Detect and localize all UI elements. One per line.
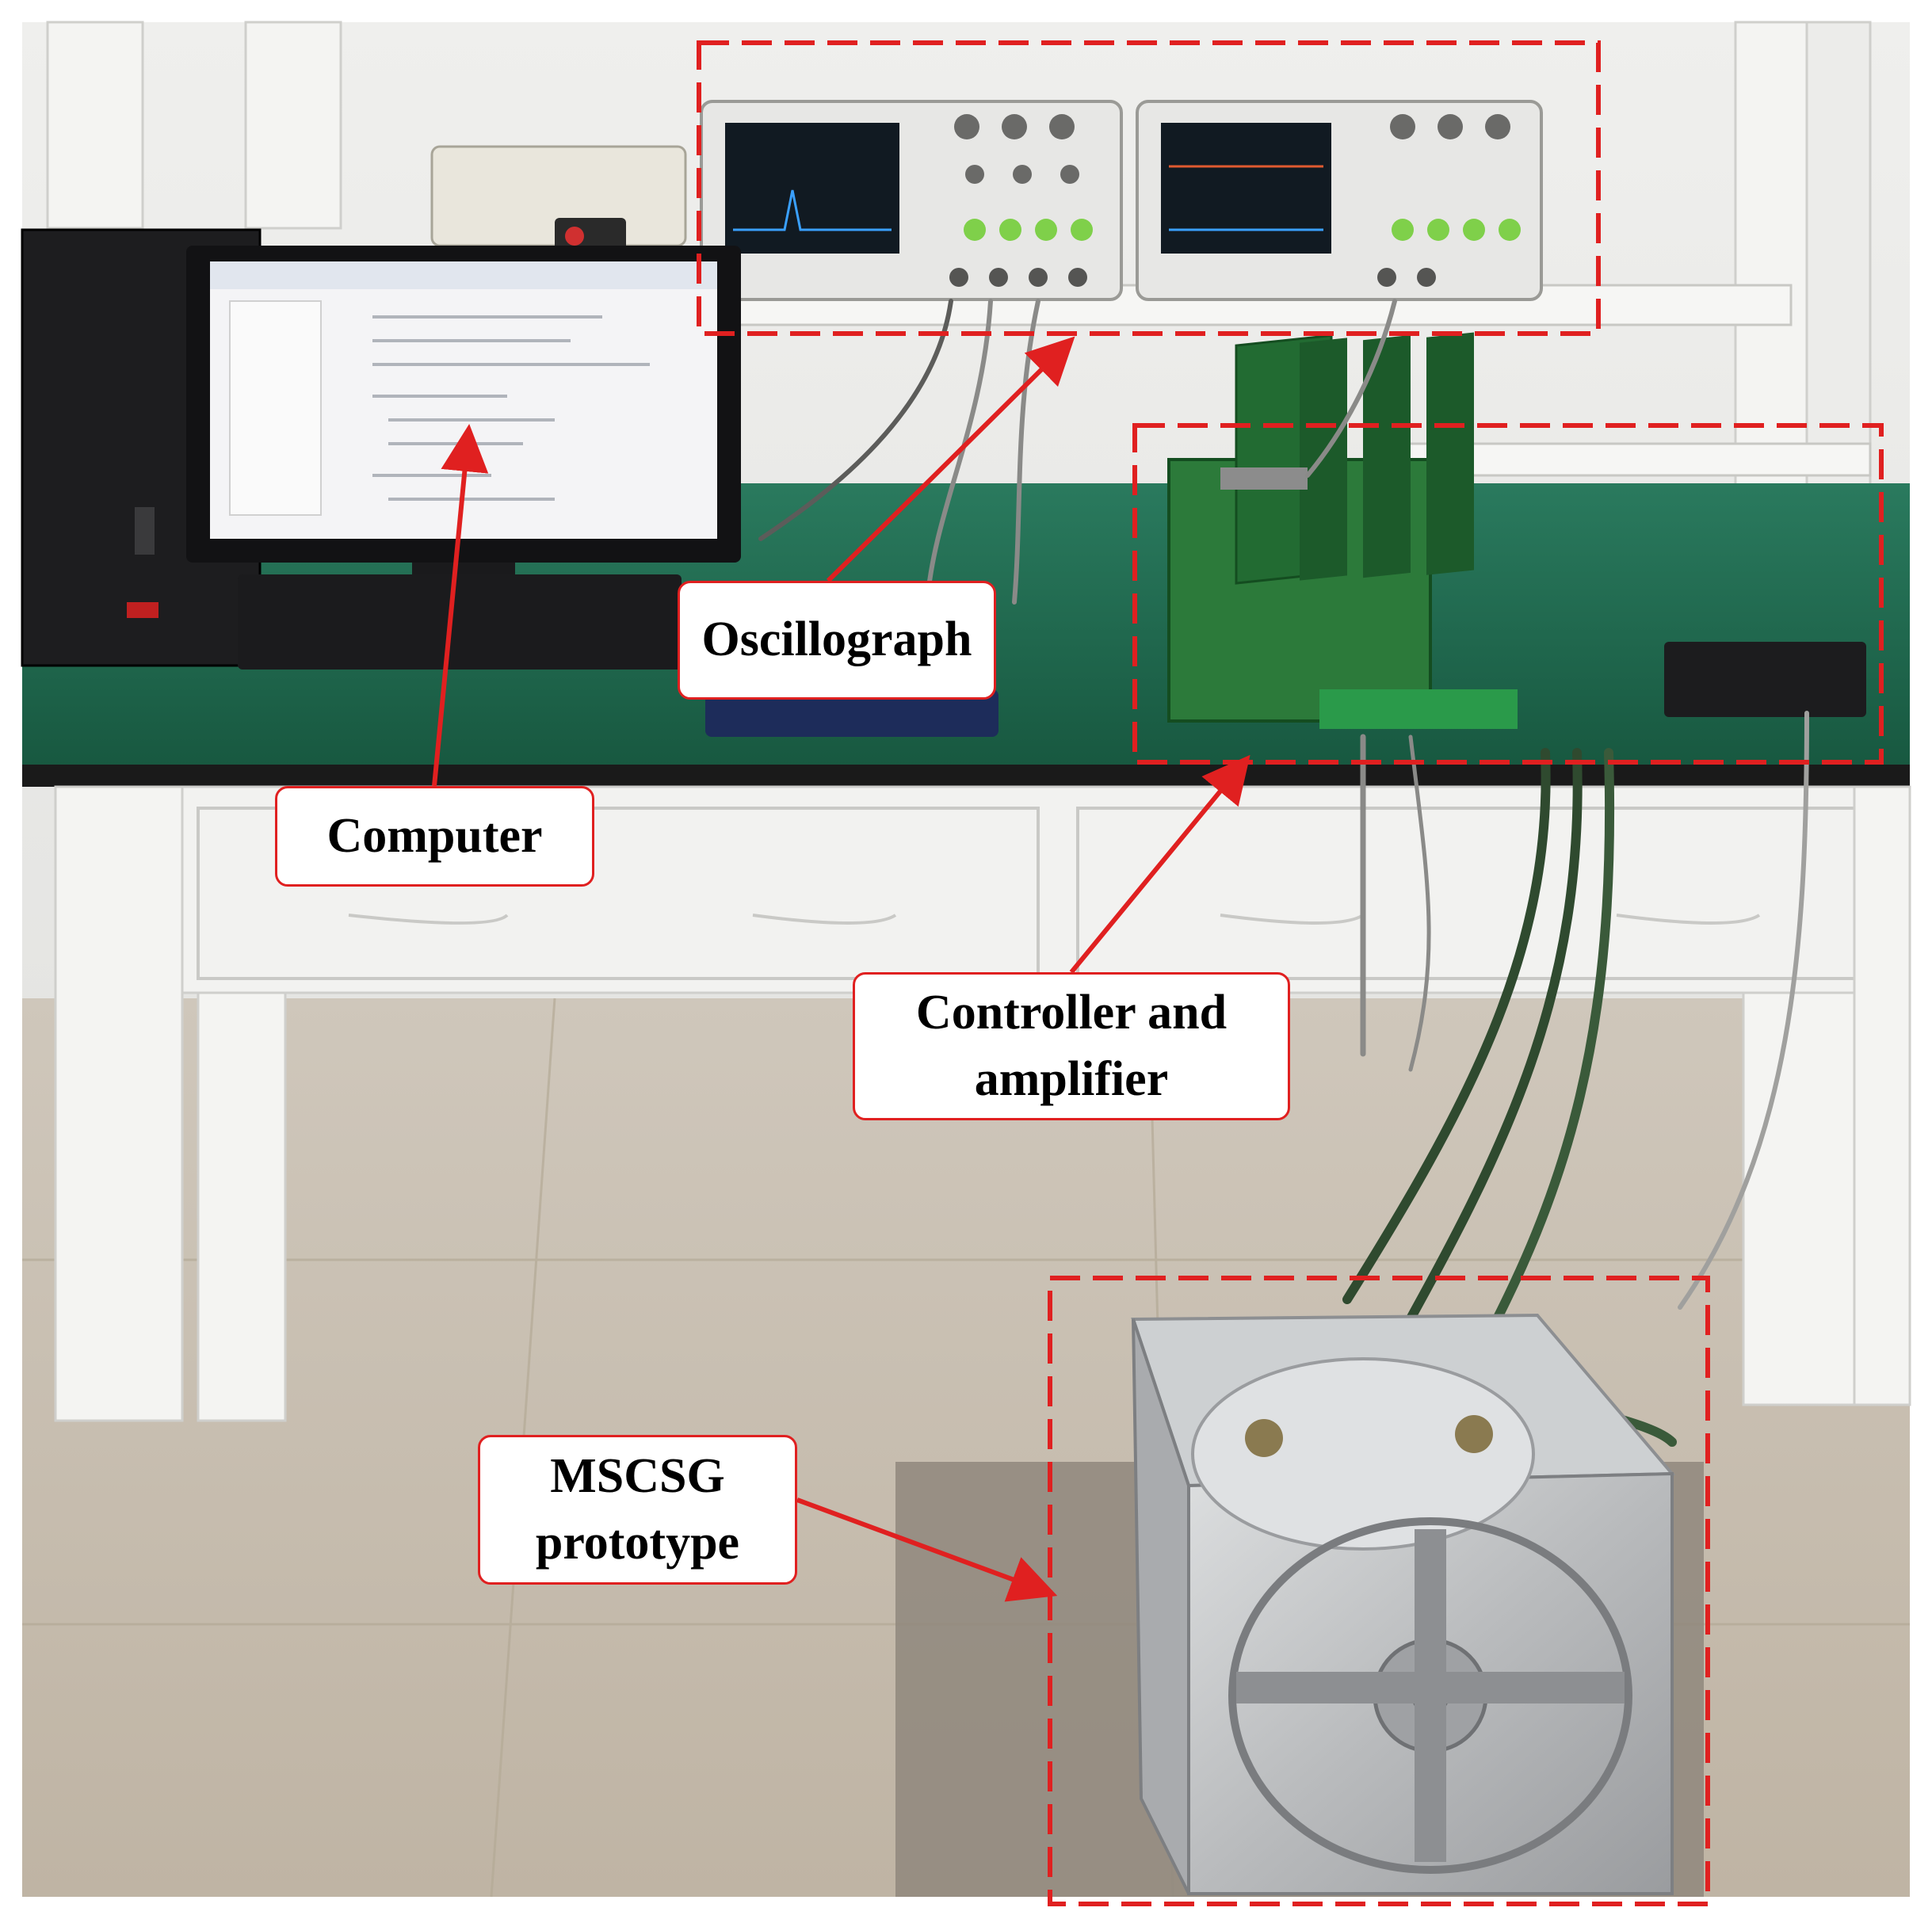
bench-legs [54,785,1911,1422]
arrow-mscsg [796,1497,1058,1602]
computer-monitor [186,246,741,610]
mousepad [705,689,998,737]
controller-amplifier-label: Controller and amplifier [853,972,1290,1120]
amplifier-box [1664,642,1866,717]
arrow-controller [1069,754,1250,974]
oscilloscope-left [700,100,1123,301]
highlight-oscilloscopes [697,40,1601,336]
bench-edge [22,765,1910,787]
pointer-arrows [432,336,1250,1602]
wall-shelf-uprights [46,21,1872,499]
controller-boards [1167,332,1518,729]
oscilloscope-right [1136,100,1543,301]
oscillograph-label: Oscillograph [678,581,996,700]
arrow-computer [432,424,489,787]
power-supply [430,145,687,254]
highlight-controller [1132,423,1884,765]
mscsg-prototype-label: MSCSG prototype [478,1435,797,1585]
arrow-oscillograph [826,336,1075,583]
mscsg-prototype [1131,1313,1676,1895]
keyboard [238,574,682,670]
computer-label: Computer [275,786,594,887]
